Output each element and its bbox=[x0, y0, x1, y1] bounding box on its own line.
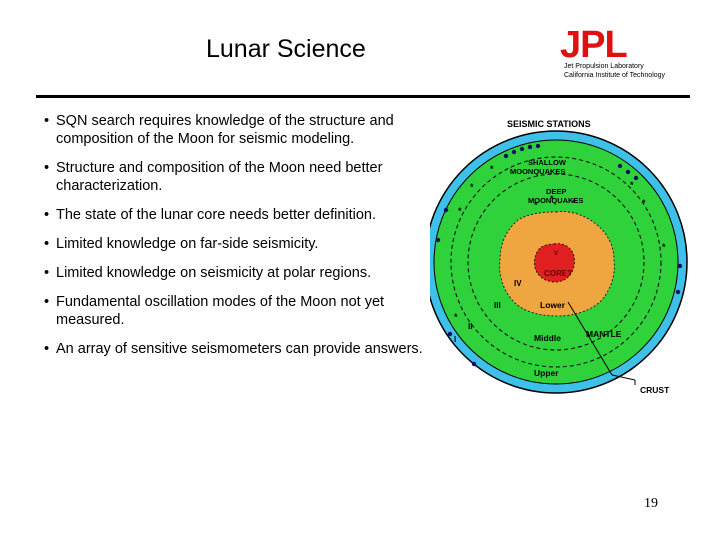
moonquake-marker: * bbox=[470, 182, 474, 192]
station-marker bbox=[503, 153, 509, 159]
bullet-text: Structure and composition of the Moon ne… bbox=[56, 160, 383, 194]
bullet-text: Limited knowledge on far-side seismicity… bbox=[56, 236, 319, 252]
moonquake-marker: * bbox=[572, 198, 576, 208]
moonquake-marker: * bbox=[662, 242, 666, 252]
jpl-logo-line2: California Institute of Technology bbox=[564, 72, 666, 79]
moonquake-marker: * bbox=[642, 198, 646, 208]
bullet-glyph: • bbox=[44, 207, 50, 223]
upper-mantle-label: Upper bbox=[534, 368, 559, 378]
mantle-label: MANTLE bbox=[586, 329, 622, 339]
shallow-moonquakes-label-1: SHALLOW bbox=[528, 158, 567, 167]
bullet-item: • Structure and composition of the Moon n… bbox=[44, 159, 429, 195]
zone-i-label: I bbox=[454, 335, 456, 344]
station-marker bbox=[435, 237, 441, 243]
station-marker bbox=[617, 163, 623, 169]
mantle-pointer-line bbox=[567, 301, 613, 376]
station-marker bbox=[535, 143, 541, 149]
moonquake-marker: * bbox=[454, 312, 458, 322]
core-region bbox=[534, 243, 575, 283]
bullet-text: Limited knowledge on seismicity at polar… bbox=[56, 265, 372, 281]
station-marker bbox=[443, 207, 449, 213]
seismic-station-markers bbox=[435, 143, 683, 367]
middle-mantle-boundary bbox=[467, 173, 645, 351]
moon-interior-diagram: * * * * * * * * * * SEISMIC STATIONS SHA… bbox=[430, 119, 688, 395]
bullet-glyph: • bbox=[44, 341, 50, 357]
crust-pointer-line bbox=[611, 374, 636, 381]
middle-mantle-label: Middle bbox=[534, 333, 561, 343]
moonquake-marker: * bbox=[458, 206, 462, 216]
bullet-item: • SQN search requires knowledge of the st… bbox=[44, 112, 429, 148]
bullet-text: The state of the lunar core needs better… bbox=[56, 207, 377, 223]
upper-mantle-boundary bbox=[450, 156, 662, 368]
station-marker bbox=[677, 263, 683, 269]
station-marker bbox=[527, 144, 533, 150]
core-roman-label: V bbox=[554, 251, 558, 257]
bullet-item: • Limited knowledge on seismicity at pola… bbox=[44, 264, 429, 282]
bullet-text: Fundamental oscillation modes of the Moo… bbox=[56, 294, 385, 328]
moonquake-marker: * bbox=[534, 200, 538, 210]
zone-iii-label: III bbox=[494, 301, 501, 310]
jpl-logo-line1: Jet Propulsion Laboratory bbox=[564, 63, 644, 70]
bullet-text: SQN search requires knowledge of the str… bbox=[56, 113, 394, 147]
zone-iv-label: IV bbox=[514, 279, 522, 288]
bullet-list: • SQN search requires knowledge of the st… bbox=[44, 112, 429, 369]
station-marker bbox=[519, 146, 525, 152]
lower-mantle-label: Lower bbox=[540, 300, 566, 310]
station-marker bbox=[625, 169, 631, 175]
bullet-glyph: • bbox=[44, 236, 50, 252]
deep-moonquakes-label-1: DEEP bbox=[546, 187, 566, 196]
station-marker bbox=[511, 149, 517, 155]
bullet-item: • Limited knowledge on far-side seismicit… bbox=[44, 235, 429, 253]
moonquake-markers: * * * * * * * * * * bbox=[454, 164, 666, 322]
shallow-moonquakes-label-2: MOONQUAKES bbox=[510, 167, 565, 176]
core-label: CORE? bbox=[544, 269, 572, 278]
bullet-glyph: • bbox=[44, 113, 50, 129]
station-marker bbox=[675, 289, 681, 295]
station-marker bbox=[633, 175, 639, 181]
jpl-logo: JPL Jet Propulsion Laboratory California… bbox=[560, 24, 670, 80]
bullet-item: • The state of the lunar core needs bette… bbox=[44, 206, 429, 224]
bullet-item: • An array of sensitive seismometers can … bbox=[44, 340, 429, 358]
crust-label: CRUST bbox=[640, 385, 670, 395]
bullet-text: An array of sensitive seismometers can p… bbox=[56, 341, 423, 357]
page-number: 19 bbox=[644, 496, 658, 511]
bullet-glyph: • bbox=[44, 160, 50, 176]
jpl-logo-mark: JPL bbox=[560, 24, 628, 66]
zone-ii-label: II bbox=[468, 322, 472, 331]
moonquake-marker: * bbox=[490, 164, 494, 174]
seismic-stations-label: SEISMIC STATIONS bbox=[507, 119, 591, 129]
moonquake-marker: * bbox=[550, 194, 554, 204]
bullet-glyph: • bbox=[44, 294, 50, 310]
station-marker bbox=[447, 331, 453, 337]
bullet-item: • Fundamental oscillation modes of the Mo… bbox=[44, 293, 429, 329]
station-marker bbox=[471, 361, 477, 367]
slide-title: Lunar Science bbox=[206, 35, 366, 63]
title-divider bbox=[36, 95, 690, 98]
deep-moonquakes-label-2: MOONQUAKES bbox=[528, 196, 583, 205]
moonquake-marker: * bbox=[630, 180, 634, 190]
bullet-glyph: • bbox=[44, 265, 50, 281]
